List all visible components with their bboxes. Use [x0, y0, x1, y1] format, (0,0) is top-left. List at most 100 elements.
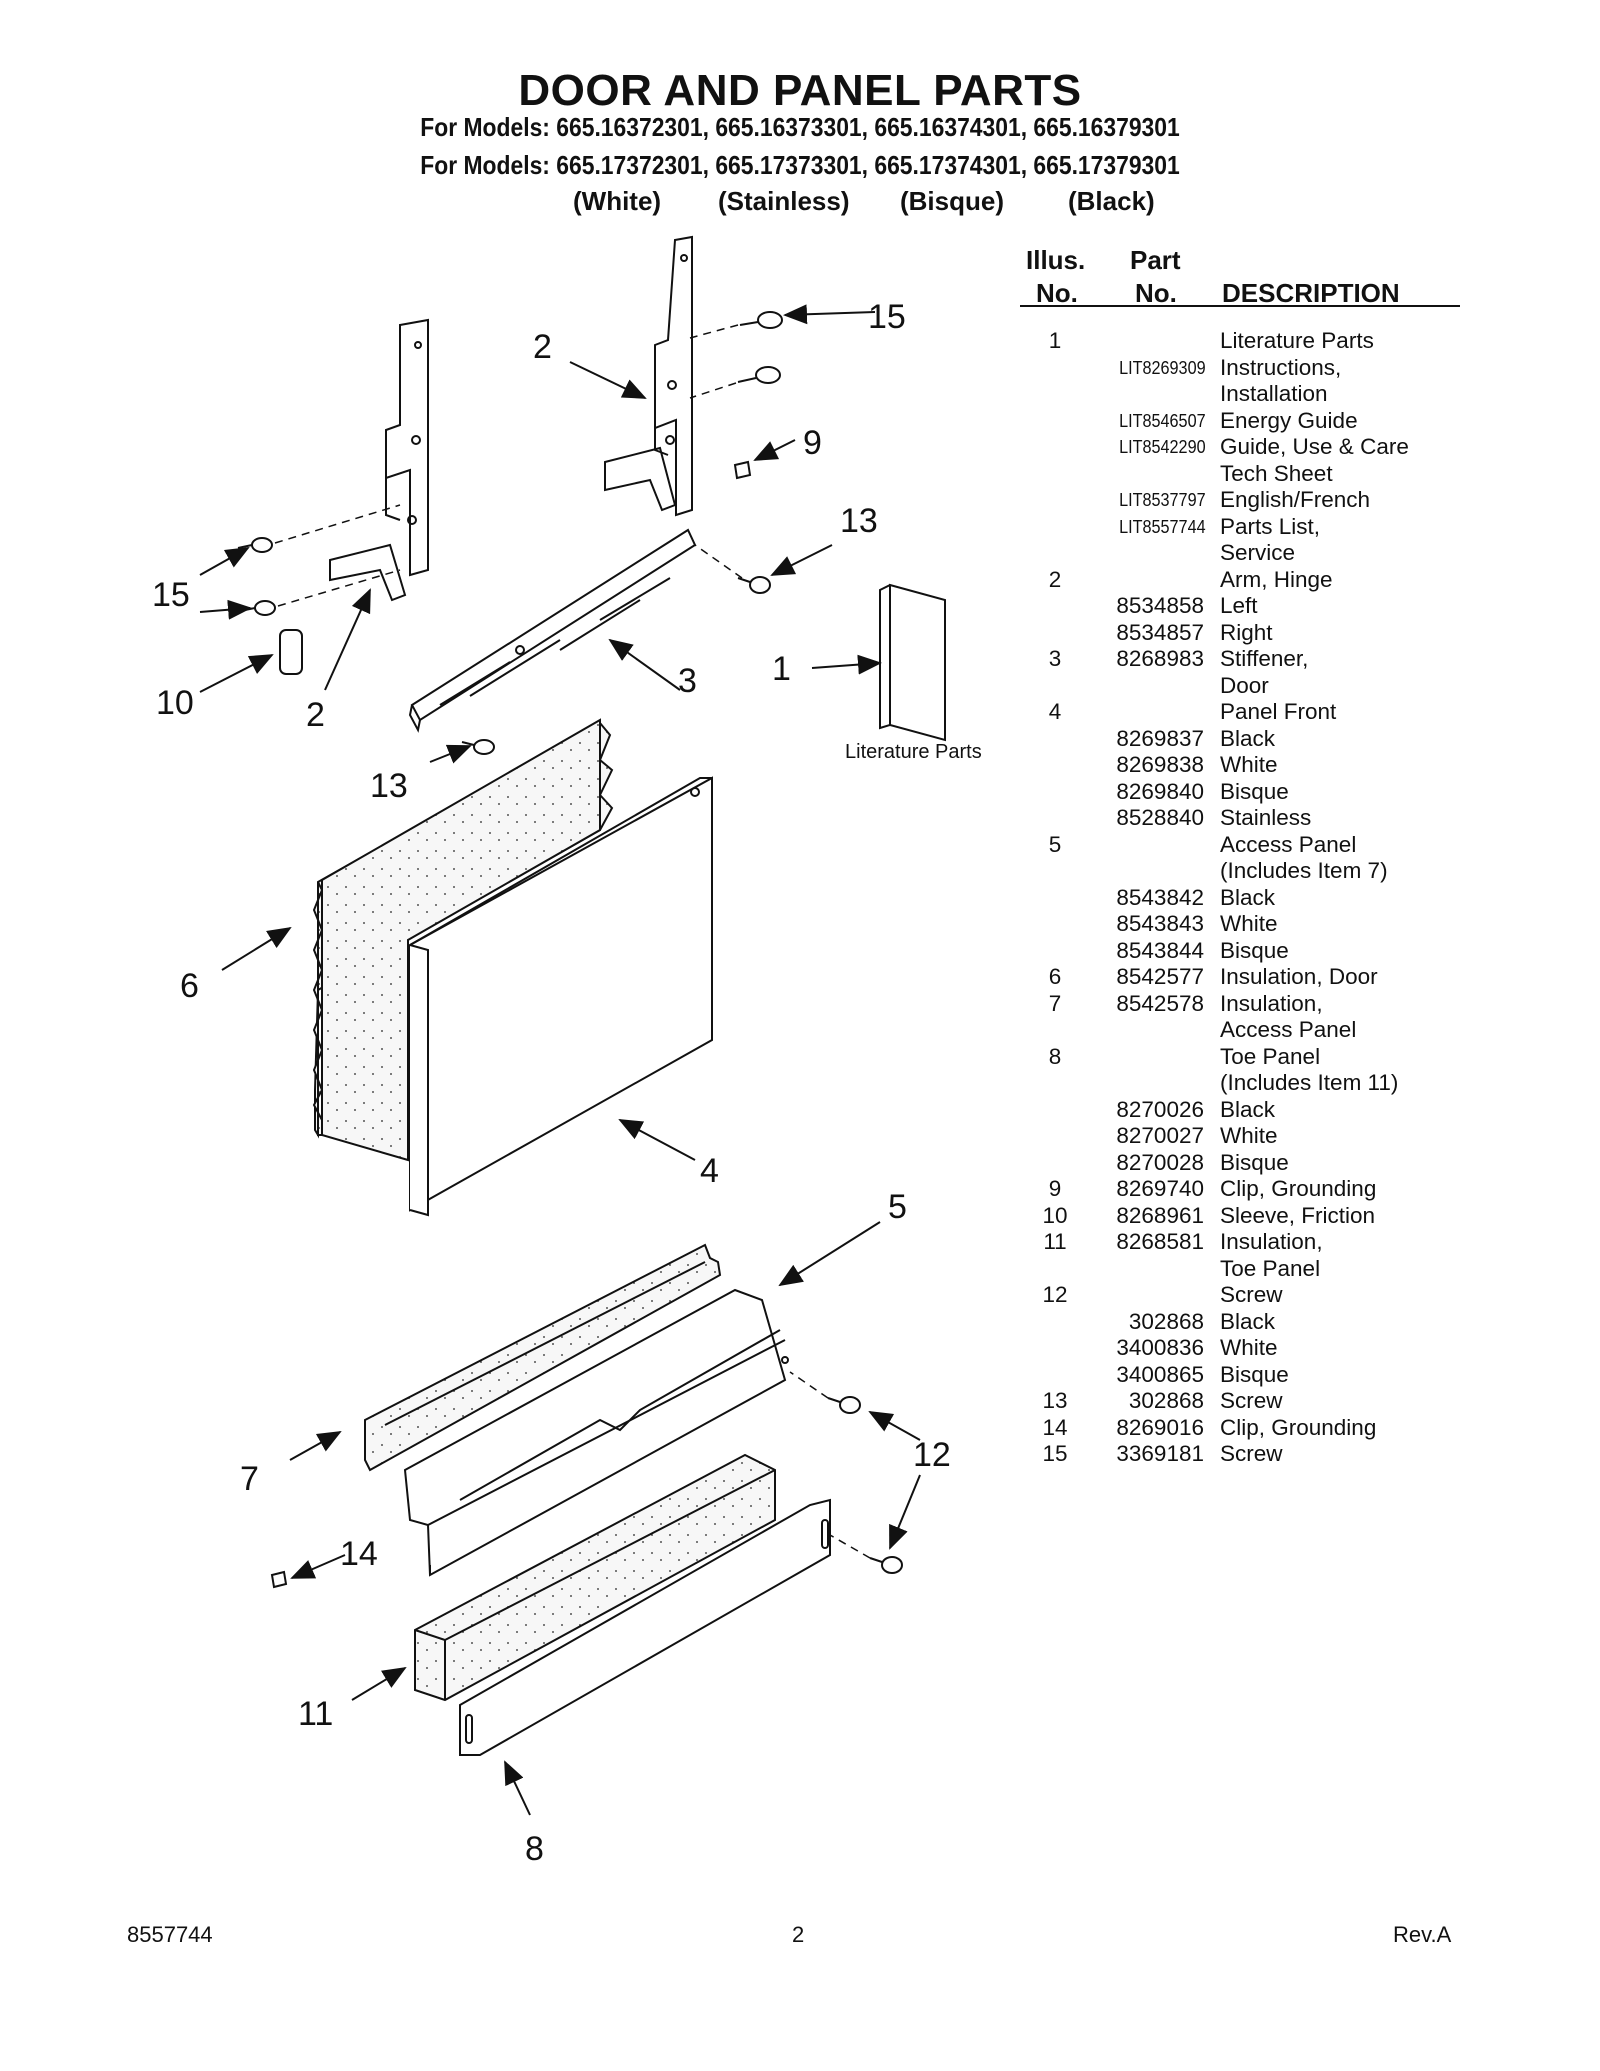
models-line-2: For Models: 665.17372301, 665.17373301, … — [420, 150, 1180, 180]
header-illus-1: Illus. — [1026, 245, 1086, 275]
part-number: 8543842 — [1116, 884, 1204, 910]
part-number: 8542578 — [1116, 990, 1204, 1016]
part-number: LIT8269309 — [1119, 357, 1206, 378]
part-number: 8269837 — [1116, 725, 1204, 751]
part-number: 302868 — [1128, 1308, 1204, 1334]
header-illus-2: No. — [1036, 278, 1078, 308]
part-description: Black — [1220, 1308, 1276, 1334]
part-number — [1090, 1044, 1220, 1071]
illus-number — [1020, 938, 1090, 965]
part-number: 8269840 — [1116, 778, 1204, 804]
part-number — [1090, 1256, 1220, 1283]
grounding-clip-9 — [733, 460, 752, 480]
callout-3: 3 — [678, 662, 697, 700]
illus-number — [1020, 805, 1090, 832]
header-description: DESCRIPTION — [1222, 278, 1400, 308]
part-description: Door — [1220, 672, 1269, 698]
part-number: 8534858 — [1116, 593, 1204, 618]
part-description: Insulation, — [1220, 990, 1323, 1016]
illus-number — [1020, 1309, 1090, 1336]
table-row: Service — [1020, 540, 1490, 567]
part-description: (Includes Item 7) — [1220, 858, 1388, 883]
illus-number — [1020, 1256, 1090, 1283]
illus-number — [1020, 540, 1090, 567]
part-number: 3400865 — [1116, 1361, 1204, 1387]
illus-number: 14 — [1042, 1414, 1068, 1440]
illus-number: 13 — [1042, 1388, 1068, 1413]
part-number: LIT8542290 — [1119, 437, 1206, 457]
part-number — [1090, 1282, 1220, 1309]
part-number: 8269838 — [1116, 752, 1204, 777]
part-description: Literature Parts — [1220, 328, 1374, 353]
part-number — [1090, 567, 1220, 594]
table-row: (Includes Item 11) — [1020, 1070, 1490, 1097]
illus-number — [1020, 858, 1090, 885]
callout-12: 12 — [913, 1436, 951, 1474]
hinge-arm-right — [604, 235, 693, 517]
part-number — [1090, 381, 1220, 408]
illus-number — [1020, 434, 1090, 461]
table-row: Access Panel — [1020, 1017, 1490, 1044]
illus-number — [1020, 1335, 1090, 1362]
access-panel — [403, 1288, 789, 1577]
part-number — [1090, 858, 1220, 885]
part-description: Parts List, — [1220, 513, 1321, 539]
part-description: Insulation, — [1220, 1229, 1323, 1254]
doc-number: 8557744 — [127, 1922, 213, 1947]
part-number: 8542577 — [1116, 964, 1204, 989]
illus-number — [1020, 885, 1090, 912]
illus-number — [1020, 1362, 1090, 1389]
callout-1: 1 — [772, 650, 791, 688]
part-number — [1090, 1070, 1220, 1097]
illus-number — [1020, 911, 1090, 938]
part-description: Service — [1220, 540, 1296, 565]
screw-icon — [237, 311, 903, 1574]
part-description: White — [1220, 1335, 1278, 1360]
illus-number — [1020, 514, 1090, 541]
table-row: 8543842 Black — [1020, 885, 1490, 912]
illus-number: 2 — [1048, 566, 1062, 592]
part-number: 8270026 — [1116, 1096, 1204, 1122]
part-description: Guide, Use & Care — [1220, 434, 1409, 459]
part-number: 8268961 — [1116, 1202, 1204, 1228]
part-number: 8543844 — [1116, 937, 1204, 963]
part-description: Clip, Grounding — [1220, 1414, 1377, 1440]
part-number — [1090, 328, 1220, 355]
illus-number — [1020, 1097, 1090, 1124]
part-description: Stiffener, — [1220, 646, 1309, 671]
access-panel-insulation — [364, 1243, 722, 1472]
part-number: 8270027 — [1116, 1123, 1204, 1148]
callout-4: 4 — [700, 1152, 719, 1190]
callout-2-bottom: 2 — [306, 696, 325, 734]
table-row: Toe Panel — [1020, 1256, 1490, 1283]
table-row: Installation — [1020, 381, 1490, 408]
illus-number — [1020, 1150, 1090, 1177]
illus-number — [1020, 673, 1090, 700]
part-description: Sleeve, Friction — [1220, 1202, 1376, 1228]
callout-15-top: 15 — [868, 298, 906, 336]
illus-number: 6 — [1048, 964, 1062, 989]
hinge-arm-left — [329, 318, 429, 602]
callout-6: 6 — [180, 967, 199, 1005]
header-part-1: Part — [1130, 245, 1181, 275]
header-rule — [1020, 305, 1460, 307]
part-number — [1090, 461, 1220, 488]
part-description: Installation — [1220, 381, 1328, 406]
callout-7: 7 — [240, 1460, 259, 1498]
illus-number: 4 — [1048, 699, 1062, 724]
illus-number — [1020, 355, 1090, 382]
part-description: Black — [1220, 884, 1276, 910]
